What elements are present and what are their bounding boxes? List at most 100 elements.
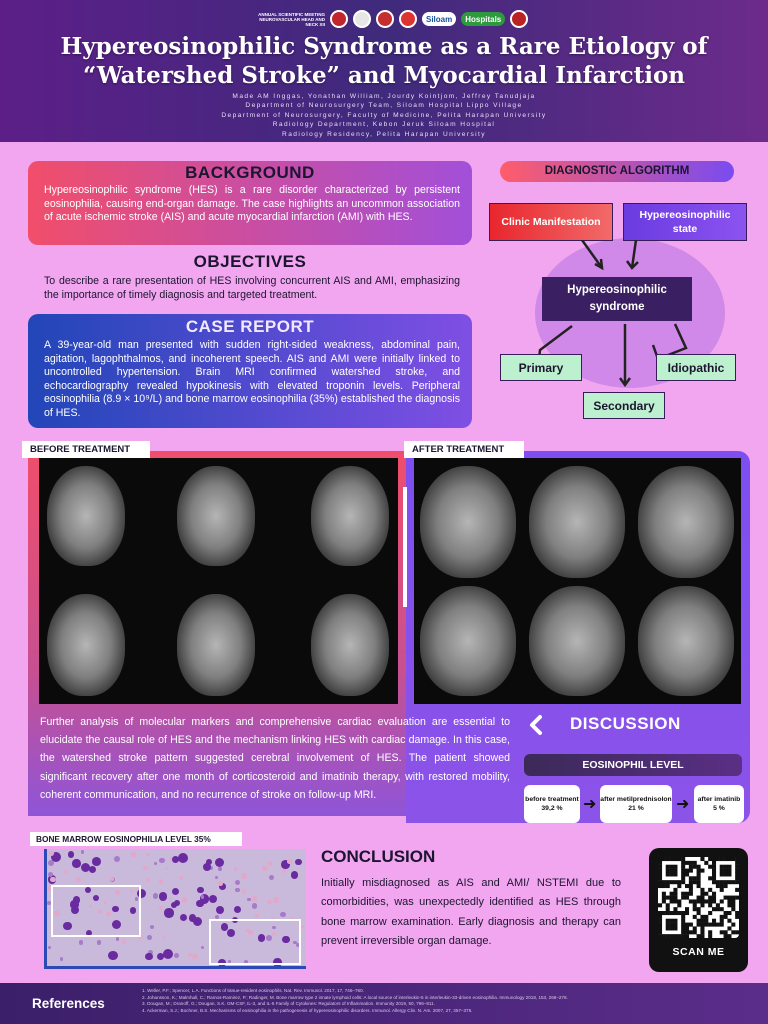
case-report-card — [28, 314, 472, 428]
marrow-cell — [257, 934, 266, 942]
marrow-cell — [171, 856, 179, 864]
bone-marrow-label: BONE MARROW EOSINOPHILIA LEVEL 35% — [30, 832, 242, 846]
marrow-cell — [227, 959, 232, 963]
marrow-cell — [192, 954, 198, 960]
marrow-cell — [104, 900, 108, 905]
marrow-cell — [64, 870, 68, 874]
references-bar — [0, 983, 768, 1024]
marrow-cell — [115, 937, 120, 941]
marrow-cell — [272, 896, 279, 903]
marrow-cell — [181, 897, 188, 904]
marrow-cell — [72, 896, 81, 904]
university-logo-icon — [376, 10, 394, 28]
poster-title: Hypereosinophilic Syndrome as a Rare Eti… — [60, 33, 708, 89]
marrow-cell — [272, 932, 277, 937]
marrow-cell — [92, 894, 100, 902]
radiation-logo-icon — [353, 10, 371, 28]
reference-item: 3. Dougan, M.; Dranoff, G.; Dougan, S.K.… — [142, 1001, 435, 1007]
marrow-cell — [196, 899, 204, 908]
affiliation: Department of Neurosurgery, Faculty of M… — [221, 111, 547, 119]
discussion-title: DISCUSSION — [570, 714, 681, 733]
marrow-cell — [122, 939, 127, 944]
marrow-cell — [134, 896, 139, 901]
references-list: 1. Weller, P.F.; Spencer, L.A. Functions… — [142, 988, 742, 1015]
marrow-cell — [251, 896, 258, 903]
marrow-cell — [171, 901, 178, 908]
marrow-cell — [106, 911, 111, 917]
marrow-cell — [294, 858, 302, 866]
marrow-cell — [47, 900, 51, 905]
marrow-cell — [281, 860, 290, 869]
marrow-cell — [234, 879, 241, 885]
marrow-cell — [290, 870, 299, 879]
marrow-cell — [114, 855, 121, 862]
references-title: References — [32, 996, 105, 1011]
conclusion-text: Initially misdiagnosed as AIS and AMI/ N… — [321, 877, 621, 947]
marrow-cell — [145, 877, 150, 882]
conclusion-title: CONCLUSION — [321, 847, 436, 866]
reference-item: 2. Johansson, K.; Malmhall, C.; Ramos-Ra… — [142, 994, 568, 1000]
marrow-cell — [112, 906, 119, 913]
mri-slice — [47, 466, 125, 566]
marrow-cell — [171, 888, 179, 896]
affiliation: Radiology Residency, Pelita Harapan Univ… — [282, 130, 486, 138]
marrow-cell — [143, 866, 148, 871]
background-text: Hypereosinophilic syndrome (HES) is a ra… — [44, 184, 460, 224]
marrow-cell — [59, 956, 64, 961]
highlight-box — [209, 919, 301, 965]
authors-block: Made AM Inggas, Yonathan William, Jourdy… — [100, 92, 668, 139]
marrow-cell — [146, 935, 152, 941]
mri-slice — [311, 594, 389, 696]
marrow-cell — [296, 942, 301, 947]
mri-slice — [47, 594, 125, 696]
marrow-cell — [202, 862, 212, 871]
eosinophil-level-title: EOSINOPHIL LEVEL — [524, 754, 742, 776]
qr-code-icon[interactable] — [658, 857, 740, 939]
chevron-left-icon — [530, 715, 542, 735]
marrow-cell — [89, 866, 97, 874]
marrow-cell — [70, 900, 79, 909]
marrow-cell — [162, 936, 166, 940]
marrow-cell — [273, 958, 282, 966]
algorithm-title: DIAGNOSTIC ALGORITHM — [500, 161, 734, 182]
marrow-cell — [107, 950, 118, 961]
background-title: BACKGROUND — [185, 163, 315, 182]
marrow-cell — [152, 893, 159, 899]
hypereosinophilic-state-box: Hypereosinophilic state — [623, 203, 747, 241]
marrow-cell — [159, 879, 164, 884]
marrow-cell — [188, 914, 197, 922]
before-mri-image — [39, 458, 398, 704]
eosinophil-stage-metilprednisolon: after metilprednisolon 21 % — [600, 785, 672, 823]
marrow-cell — [131, 852, 136, 857]
marrow-cell — [218, 881, 223, 886]
marrow-cell — [163, 949, 174, 960]
marrow-cell — [72, 859, 81, 868]
marrow-cell — [251, 903, 257, 909]
marrow-cell — [70, 905, 79, 914]
marrow-cell — [266, 934, 273, 941]
neuro-logo-icon — [510, 10, 529, 28]
highlight-box — [51, 885, 141, 937]
faculty-logo-icon — [399, 10, 417, 28]
siloam-logo: Siloam — [422, 12, 457, 26]
marrow-cell — [81, 850, 85, 854]
marrow-cell — [76, 877, 82, 882]
marrow-cell — [214, 857, 224, 867]
marrow-cell — [271, 916, 275, 921]
primary-box: Primary — [500, 354, 582, 381]
marrow-cell — [112, 919, 122, 929]
marrow-cell — [217, 959, 226, 966]
reference-item: 4. Ackerman, S.J.; Bochner, B.S. Mechani… — [142, 1008, 473, 1014]
marrow-cell — [156, 952, 164, 960]
marrow-cell — [287, 859, 293, 864]
marrow-cell — [129, 890, 133, 894]
mri-slice — [529, 466, 625, 578]
marrow-cell — [235, 887, 240, 893]
qr-code-card[interactable]: SCAN ME — [649, 848, 748, 972]
marrow-cell — [293, 940, 297, 945]
marrow-cell — [146, 852, 151, 857]
society-logo-icon — [330, 10, 348, 28]
secondary-box: Secondary — [583, 392, 665, 419]
reference-item: 1. Weller, P.F.; Spencer, L.A. Functions… — [142, 988, 364, 993]
marrow-cell — [149, 924, 155, 929]
